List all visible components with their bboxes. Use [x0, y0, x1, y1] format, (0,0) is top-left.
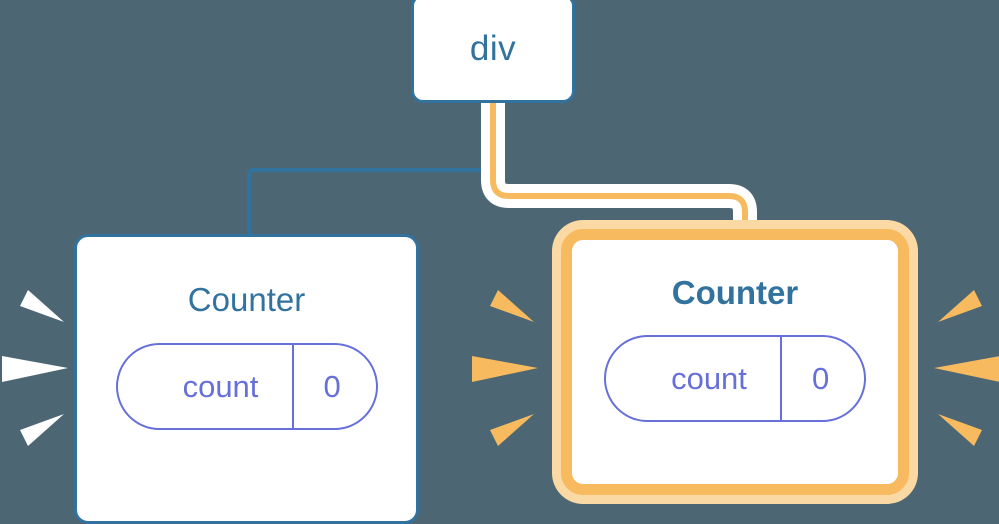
node-div-label: div: [469, 29, 517, 68]
node-counter-left-label: Counter: [187, 281, 306, 318]
node-counter-right-label: Counter: [671, 274, 799, 311]
state-pill-count-left[interactable]: count 0: [115, 343, 378, 430]
state-pill-value: 0: [291, 345, 375, 428]
node-counter-left[interactable]: Counter count 0: [74, 234, 419, 524]
node-counter-right[interactable]: Counter count 0: [561, 229, 909, 495]
state-pill-value: 0: [780, 337, 863, 420]
state-pill-key: count: [182, 369, 259, 404]
edge-div-to-counter-right: [490, 103, 748, 236]
state-pill-key: count: [671, 361, 747, 396]
state-pill-count-right[interactable]: count 0: [604, 335, 866, 422]
node-div[interactable]: div: [411, 0, 575, 103]
edge-div-to-counter-right-halo: [481, 103, 757, 236]
edge-div-to-counter-left: [247, 103, 495, 236]
